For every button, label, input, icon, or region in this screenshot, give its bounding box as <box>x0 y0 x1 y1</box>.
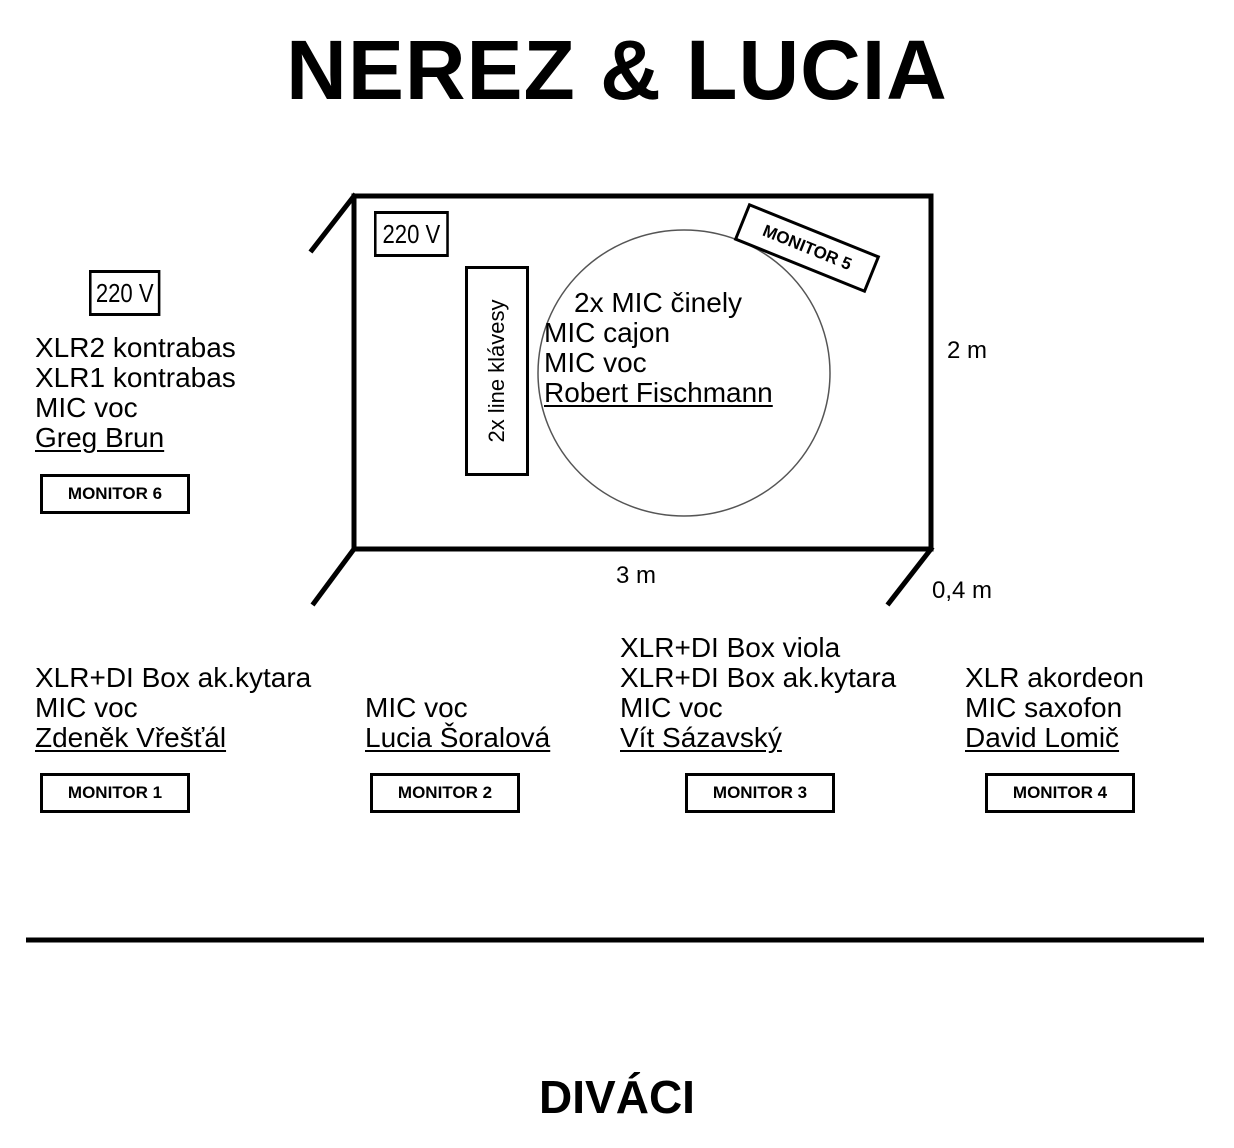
station-4-line-2: MIC saxofon <box>965 692 1123 723</box>
station-4-line-1: XLR akordeon <box>965 662 1145 693</box>
station-4-name: David Lomič <box>965 722 1120 753</box>
station-2-line-1: MIC voc <box>365 692 468 723</box>
stage-power-box: 220 V <box>374 211 449 257</box>
audience-label: DIVÁCI <box>539 1071 695 1123</box>
stage-platform <box>351 193 934 552</box>
monitor-4: MONITOR 4 <box>985 773 1135 813</box>
page-title: NEREZ & LUCIA <box>286 23 948 117</box>
drummer-name: Robert Fischmann <box>544 377 773 408</box>
monitor-6: MONITOR 6 <box>40 474 190 514</box>
drum-riser <box>537 229 831 517</box>
monitor-2: MONITOR 2 <box>370 773 520 813</box>
monitor-4-label: MONITOR 4 <box>1012 783 1108 802</box>
station-1-line-2: MIC voc <box>35 692 138 723</box>
left-power-box: 220 V <box>89 270 161 316</box>
stage-height-label: 0,4 m <box>932 577 993 604</box>
stage-depth-label: 2 m <box>947 337 988 364</box>
station-3-line-3: MIC voc <box>620 692 723 723</box>
keys-label: 2x line klávesy <box>484 299 509 443</box>
stage-edge-bottom-left <box>310 545 358 607</box>
bass-mic-voc: MIC voc <box>35 392 138 423</box>
left-power-label: 220 V <box>95 278 154 308</box>
stage-power-label: 220 V <box>382 219 441 249</box>
drum-mic-cymbals: 2x MIC činely <box>574 287 743 318</box>
keys-box: 2x line klávesy <box>465 266 529 476</box>
monitor-2-label: MONITOR 2 <box>397 783 493 802</box>
stage-edge-bottom-right <box>885 545 935 607</box>
station-2-name: Lucia Šoralová <box>365 722 551 753</box>
bass-player-name: Greg Brun <box>35 422 165 453</box>
station-3-line-2: XLR+DI Box ak.kytara <box>620 662 897 693</box>
monitor-1-label: MONITOR 1 <box>67 783 163 802</box>
monitor-6-label: MONITOR 6 <box>67 484 163 503</box>
station-1-line-1: XLR+DI Box ak.kytara <box>35 662 312 693</box>
monitor-3: MONITOR 3 <box>685 773 835 813</box>
drum-mic-voc: MIC voc <box>544 347 647 378</box>
bass-xlr1: XLR1 kontrabas <box>35 362 236 393</box>
monitor-1: MONITOR 1 <box>40 773 190 813</box>
station-3-line-1: XLR+DI Box viola <box>620 632 841 663</box>
monitor-3-label: MONITOR 3 <box>712 783 808 802</box>
drum-mic-cajon: MIC cajon <box>544 317 671 348</box>
stage-edge-top-left <box>308 192 358 254</box>
stage-width-label: 3 m <box>616 562 657 589</box>
station-1-name: Zdeněk Vřešťál <box>35 722 227 753</box>
station-3-name: Vít Sázavský <box>620 722 782 753</box>
bass-xlr2: XLR2 kontrabas <box>35 332 236 363</box>
